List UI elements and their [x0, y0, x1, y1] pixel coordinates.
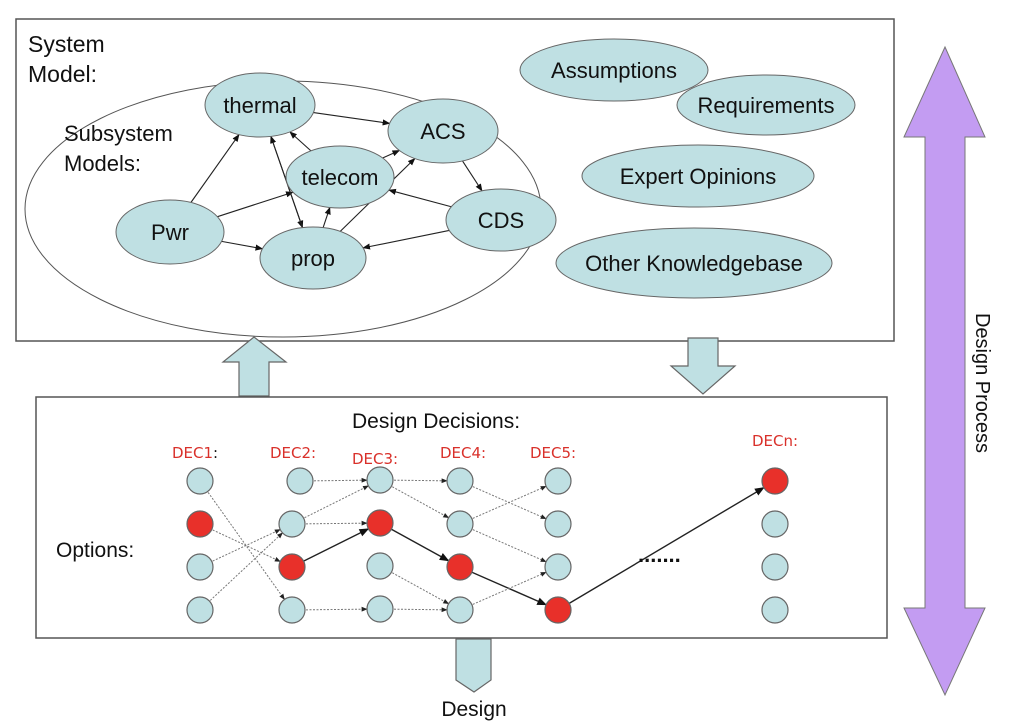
subsystem-link-telecom-acs — [382, 149, 401, 159]
subsystem-link-acs-cds — [462, 160, 483, 192]
subsystem-label-acs: ACS — [420, 119, 465, 144]
decision-link — [459, 523, 547, 563]
subsystem-label-telecom: telecom — [301, 165, 378, 190]
subsystem-link-pwr-prop — [221, 240, 264, 251]
decision-link — [199, 532, 283, 611]
decision-link — [459, 571, 547, 611]
subsystem-link-cds-telecom — [388, 188, 452, 208]
option-node — [446, 510, 474, 538]
option-node — [366, 595, 394, 623]
feedback-up-arrow — [221, 336, 288, 397]
subsystem-node-telecom — [285, 145, 395, 209]
knowledge-label-assumptions: Assumptions — [551, 58, 677, 83]
subsystem-label-prop: prop — [291, 246, 335, 271]
knowledge-requirements — [676, 74, 856, 136]
selected-option-node — [278, 553, 306, 581]
subsystem-link-telecom-thermal — [289, 131, 312, 152]
option-node — [366, 552, 394, 580]
design-process-label: Design Process — [971, 313, 993, 453]
subsystem-link-pwr-thermal — [190, 133, 240, 203]
decision-labels: DEC1: DEC2: DEC3: DEC4: DEC5: DECn: — [172, 432, 798, 468]
model-down-arrow — [669, 337, 737, 395]
system-model-title-2: Model: — [28, 61, 97, 87]
system-model-title: System — [28, 31, 105, 57]
option-node — [446, 467, 474, 495]
option-node — [286, 467, 314, 495]
decision-label-dec5: DEC5: — [530, 444, 576, 462]
subsystem-link-prop-telecom — [322, 206, 331, 228]
decision-link — [379, 479, 450, 519]
knowledge-label-other-knowledgebase: Other Knowledgebase — [585, 251, 803, 276]
subsystem-link-cds-prop — [362, 229, 450, 250]
option-node — [761, 553, 789, 581]
selected-option-node — [761, 467, 789, 495]
decision-nodes — [186, 466, 789, 624]
decision-link — [379, 565, 450, 605]
subsystem-label-cds: CDS — [478, 208, 524, 233]
subsystem-label-pwr: Pwr — [151, 220, 189, 245]
selected-option-node — [446, 553, 474, 581]
selected-option-node — [544, 596, 572, 624]
option-node — [186, 467, 214, 495]
option-node — [446, 596, 474, 624]
option-node — [278, 510, 306, 538]
option-node — [761, 596, 789, 624]
subsystem-node-acs — [387, 98, 499, 164]
design-output-arrow — [455, 638, 492, 693]
knowledge-expert-opinions — [581, 144, 815, 208]
decision-label-dec4: DEC4: — [440, 444, 486, 462]
knowledge-label-expert-opinions: Expert Opinions — [620, 164, 777, 189]
ellipsis: ....... — [638, 542, 681, 567]
options-label: Options: — [56, 539, 134, 562]
subsystem-label-thermal: thermal — [223, 93, 296, 118]
subsystem-node-pwr — [115, 199, 225, 265]
decision-label-dec2: DEC2: — [270, 444, 316, 462]
option-node — [366, 466, 394, 494]
knowledge-assumptions — [519, 38, 709, 102]
selected-option-node — [366, 509, 394, 537]
selected-option-node — [186, 510, 214, 538]
decision-link — [459, 480, 547, 520]
option-node — [544, 510, 572, 538]
decision-link — [303, 528, 370, 562]
option-node — [544, 553, 572, 581]
decision-links — [199, 477, 765, 613]
subsystem-link-pwr-telecom — [217, 191, 294, 218]
decision-label-dec3: DEC3: — [352, 450, 398, 468]
design-output-label: Design — [441, 698, 506, 721]
decision-link — [459, 485, 547, 525]
subsystem-models-label: Subsystem — [64, 121, 173, 146]
decision-label-decn: DECn: — [752, 432, 798, 450]
option-node — [544, 467, 572, 495]
design-process-arrow — [903, 45, 986, 697]
subsystem-link-thermal-acs — [313, 112, 391, 126]
subsystem-models-label-2: Models: — [64, 151, 141, 176]
option-node — [761, 510, 789, 538]
decision-link — [391, 528, 450, 562]
decision-link — [291, 485, 369, 525]
decision-link — [199, 529, 281, 568]
option-node — [186, 553, 214, 581]
subsystem-node-prop — [259, 226, 367, 290]
option-node — [278, 596, 306, 624]
decision-link — [568, 487, 765, 604]
subsystem-node-cds — [445, 188, 557, 252]
design-decisions-title: Design Decisions: — [352, 410, 520, 433]
option-node — [186, 596, 214, 624]
decision-label-dec1: DEC1: — [172, 444, 218, 462]
knowledge-label-requirements: Requirements — [698, 93, 835, 118]
decision-link — [199, 523, 281, 562]
knowledge-other-knowledgebase — [555, 227, 833, 299]
subsystem-node-thermal — [204, 72, 316, 138]
